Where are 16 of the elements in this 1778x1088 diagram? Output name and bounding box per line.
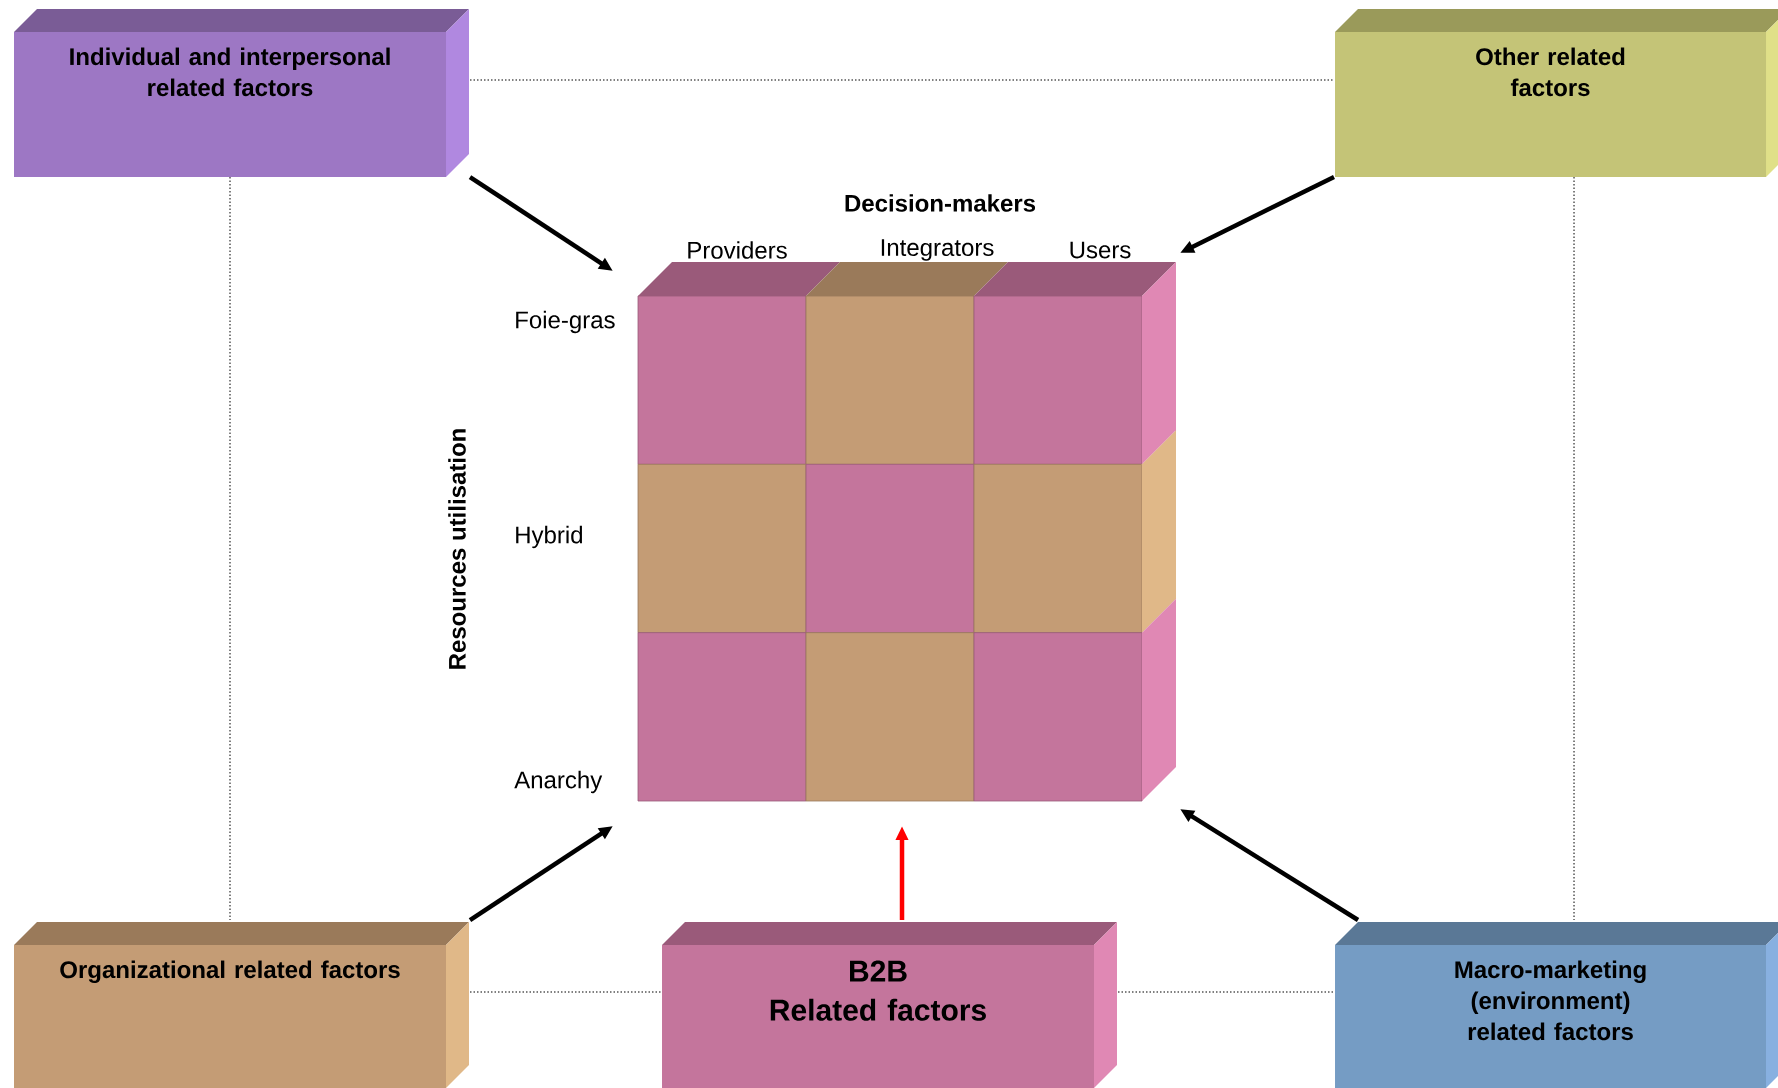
matrix-cube [637, 262, 1176, 802]
factor-box: Other related factors [1335, 9, 1778, 177]
factor-box: Macro-marketing (environment) related factors [1335, 922, 1778, 1088]
connector-line [229, 176, 231, 921]
row-label: Hybrid [516, 525, 582, 549]
factor-box: Organizational related factors [14, 922, 469, 1088]
axis-title: Decision-makers [845, 194, 1036, 212]
connector-line [469, 991, 662, 993]
row-label: Foie-gras [516, 310, 615, 334]
connector-line [1573, 176, 1575, 921]
factor-box: B2B Related factors [662, 922, 1117, 1088]
axis-title: Resources utilisation [448, 429, 466, 669]
factor-box: Individual and interpersonal related factors [14, 9, 469, 177]
connector-line [1117, 991, 1335, 993]
row-label: Anarchy [514, 770, 603, 794]
connector-line [469, 79, 1335, 81]
